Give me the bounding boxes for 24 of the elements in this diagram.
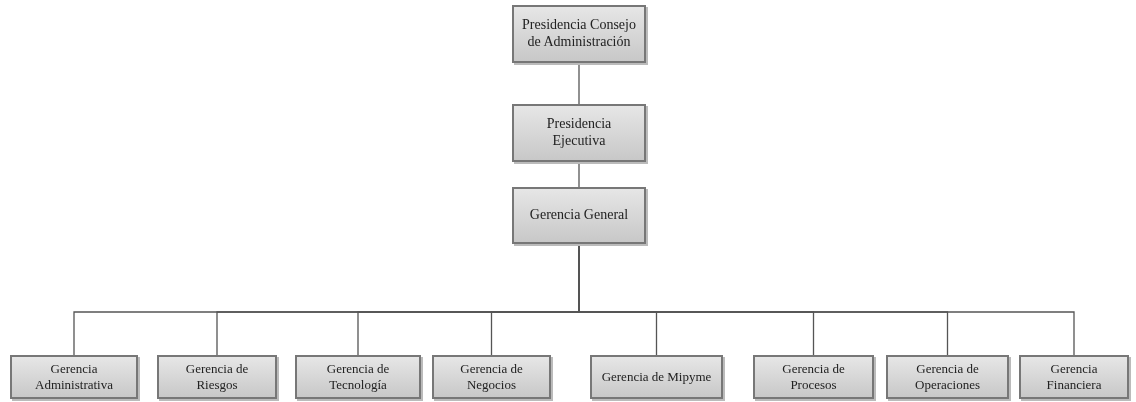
- org-unit-box: [295, 355, 421, 399]
- unit-name: Gerencia General: [529, 207, 629, 224]
- org-unit-box: [157, 355, 277, 399]
- unit-name: Gerencia de Procesos: [781, 361, 846, 393]
- connector-line: [578, 161, 580, 188]
- unit-name: Gerencia de Mipyme: [601, 369, 712, 385]
- org-unit-box: [512, 104, 646, 162]
- org-unit-box: [10, 355, 138, 399]
- unit-name: Gerencia de Riesgos: [184, 361, 250, 393]
- unit-name: Gerencia de Operaciones: [914, 361, 981, 393]
- org-unit-box: [432, 355, 551, 399]
- org-unit-box: [512, 187, 646, 244]
- org-unit-box: [886, 355, 1009, 399]
- unit-name: Presidencia Ejecutiva: [545, 116, 613, 150]
- unit-name: Gerencia de Tecnología: [325, 361, 391, 393]
- unit-name: Gerencia de Negocios: [459, 361, 524, 393]
- unit-name: Gerencia Administrativa: [34, 361, 114, 393]
- org-unit-box: [590, 355, 723, 399]
- org-unit-box: [512, 5, 646, 63]
- org-unit-box: [1019, 355, 1129, 399]
- unit-name: Gerencia Financiera: [1045, 361, 1103, 393]
- connector-line: [578, 62, 580, 105]
- org-unit-box: [753, 355, 874, 399]
- unit-name: Presidencia Consejo de Administración: [521, 17, 637, 51]
